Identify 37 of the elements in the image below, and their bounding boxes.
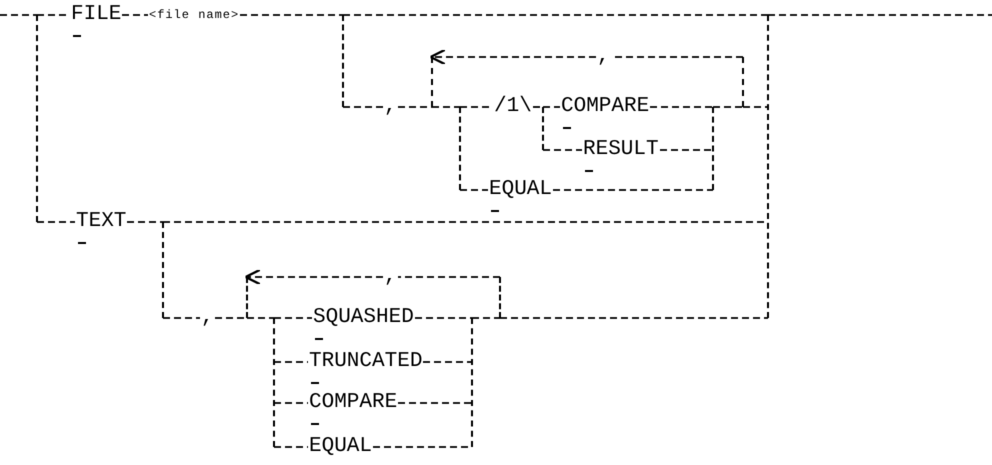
syntax-line: [343, 106, 383, 108]
syntax-line: [500, 317, 768, 319]
syntax-line: [423, 361, 472, 363]
syntax-line: [713, 106, 743, 108]
syntax-line: [768, 14, 992, 16]
syntax-line: [650, 106, 713, 108]
syntax-line: [274, 446, 308, 448]
syntax-line: [460, 189, 488, 191]
syntax-line: [415, 317, 472, 319]
syntax-line: [398, 276, 500, 278]
syntax-line: [553, 189, 713, 191]
syntax-line: [247, 317, 274, 319]
syntax-keyword: EQUAL: [308, 436, 374, 458]
syntax-line: [743, 106, 768, 108]
repeat-arrow: [429, 48, 596, 66]
syntax-line: [0, 14, 37, 16]
syntax-line: [122, 14, 148, 16]
repeat-arrow: [244, 268, 383, 286]
syntax-line: [274, 402, 308, 404]
syntax-keyword: SQUASHED: [312, 307, 415, 329]
syntax-line: [343, 14, 768, 16]
syntax-line: [398, 106, 432, 108]
syntax-line: [543, 106, 560, 108]
syntax-line: [240, 14, 343, 16]
syntax-keyword: EQUAL: [488, 179, 554, 201]
syntax-line: [274, 317, 312, 319]
syntax-line: [472, 317, 500, 319]
syntax-line: [37, 221, 75, 223]
syntax-line: [432, 106, 460, 108]
syntax-line: [215, 317, 247, 319]
syntax-line: [533, 106, 543, 108]
syntax-line: [660, 149, 713, 151]
syntax-line: [163, 317, 200, 319]
syntax-line: [398, 402, 472, 404]
syntax-line: [127, 221, 163, 223]
syntax-line: [543, 149, 582, 151]
syntax-line: [274, 361, 308, 363]
